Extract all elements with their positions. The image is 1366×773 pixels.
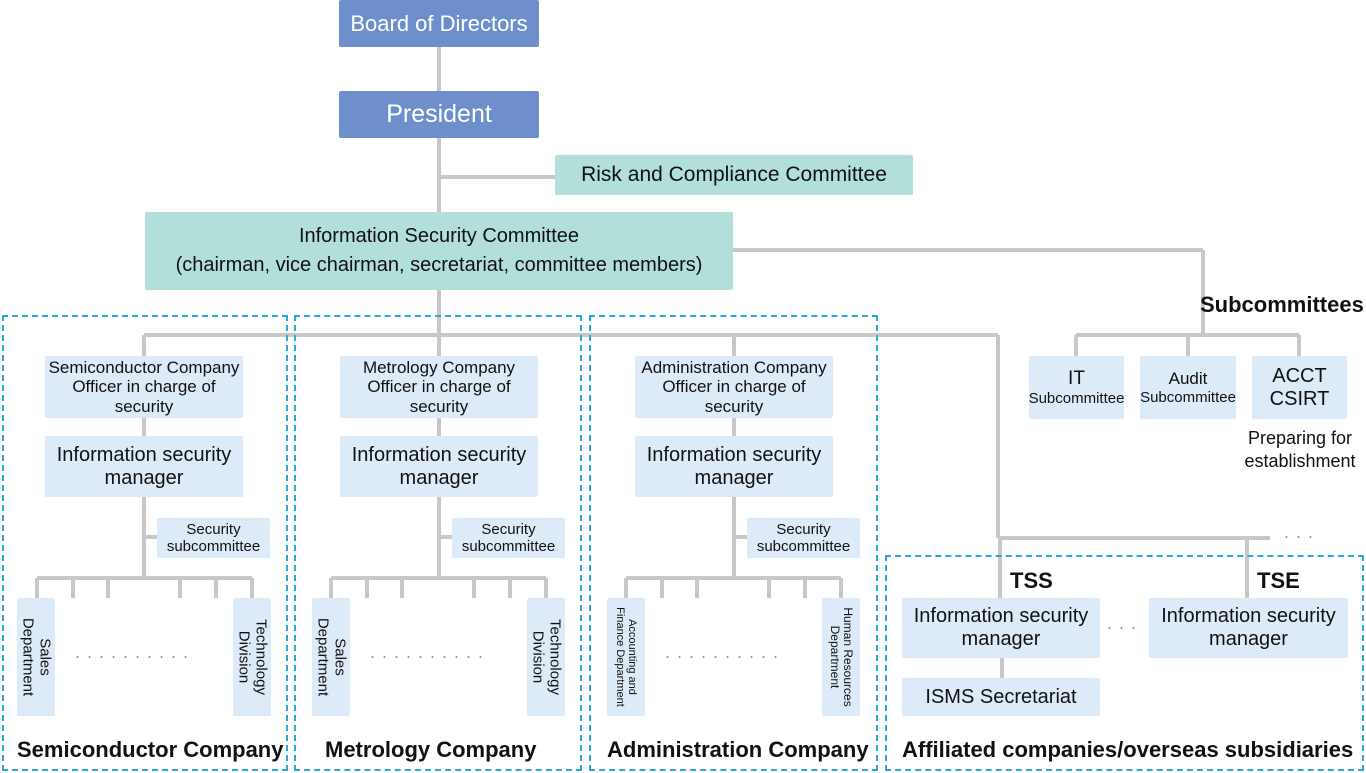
semiconductor-group-frame	[2, 315, 288, 771]
metrology-manager-line2: manager	[399, 466, 479, 489]
tse-label: TSE	[1257, 568, 1300, 593]
metrology-tech-line1: Technology	[546, 619, 564, 695]
risk-compliance-committee-label: Risk and Compliance Committee	[581, 162, 887, 186]
tse-manager-box: Information security manager	[1149, 598, 1348, 658]
it-subcommittee-line1: IT	[1068, 367, 1085, 389]
administration-security-subcommittee-box: Security subcommittee	[747, 518, 860, 558]
affiliated-group-frame	[885, 555, 1364, 771]
metrology-tech-line2: Division	[530, 630, 547, 684]
metrology-manager-box: Information security manager	[340, 436, 538, 497]
administration-hr-line2: Department	[828, 625, 842, 689]
administration-dept-dots: ..........	[665, 642, 786, 662]
administration-security-line1: Security	[776, 520, 831, 538]
csirt-line: CSIRT	[1269, 387, 1330, 410]
tse-manager-line1: Information security	[1161, 605, 1336, 627]
semiconductor-dept-dots: ..........	[75, 642, 196, 662]
administration-company-label: Administration Company	[607, 737, 869, 762]
subcommittees-title: Subcommittees	[1200, 292, 1364, 317]
affiliated-companies-label: Affiliated companies/overseas subsidiari…	[902, 737, 1354, 762]
metrology-security-line1: Security	[481, 520, 536, 538]
administration-officer-box: Administration Company Officer in charge…	[635, 356, 833, 418]
administration-group-frame	[589, 315, 878, 771]
metrology-group-frame	[294, 315, 582, 771]
acct-csirt-box: ACCT CSIRT	[1252, 356, 1347, 419]
metrology-company-label: Metrology Company	[325, 737, 537, 762]
acct-line: ACCT	[1272, 364, 1327, 387]
administration-manager-box: Information security manager	[635, 436, 833, 497]
metrology-officer-line2: Officer in charge of security	[367, 377, 511, 416]
tss-manager-line1: Information security	[913, 605, 1089, 627]
metrology-dept-dots: ..........	[370, 642, 491, 662]
semiconductor-security-subcommittee-box: Security subcommittee	[157, 518, 270, 558]
it-subcommittee-line2: Subcommittee	[1028, 389, 1125, 407]
semiconductor-manager-line2: manager	[104, 466, 184, 489]
semiconductor-security-line2: subcommittee	[166, 538, 261, 555]
metrology-manager-line1: Information security	[351, 443, 527, 466]
risk-compliance-committee-box: Risk and Compliance Committee	[555, 155, 913, 195]
acct-csirt-note-line1: Preparing for	[1247, 428, 1353, 448]
semiconductor-security-line1: Security	[186, 520, 241, 538]
board-of-directors-label: Board of Directors	[350, 10, 528, 36]
semiconductor-manager-line1: Information security	[56, 443, 232, 466]
information-security-committee-box: Information Security Committee (chairman…	[145, 212, 733, 290]
administration-officer-line1: Administration Company	[641, 357, 827, 377]
affiliated-manager-dots: ...	[1107, 613, 1144, 633]
administration-accounting-line2: Finance Department	[614, 607, 626, 707]
tse-manager-line2: manager	[1209, 628, 1288, 650]
president-box: President	[339, 91, 539, 138]
administration-manager-line2: manager	[694, 466, 774, 489]
administration-manager-line1: Information security	[646, 443, 822, 466]
metrology-security-subcommittee-box: Security subcommittee	[452, 518, 565, 558]
metrology-officer-line1: Metrology Company	[362, 357, 516, 377]
isc-members: (chairman, vice chairman, secretariat, c…	[175, 254, 703, 276]
acct-csirt-note-line2: establishment	[1244, 450, 1356, 471]
isms-secretariat-box: ISMS Secretariat	[902, 678, 1100, 716]
administration-accounting-line1: Accounting and	[626, 619, 639, 695]
semiconductor-company-label: Semiconductor Company	[17, 737, 284, 762]
isms-secretariat-label: ISMS Secretariat	[925, 685, 1077, 708]
administration-officer-line2: Officer in charge of security	[662, 377, 806, 416]
it-subcommittee-box: IT Subcommittee	[1029, 356, 1124, 419]
semiconductor-officer-line2: Officer in charge of security	[72, 377, 216, 416]
administration-security-line2: subcommittee	[756, 538, 851, 555]
audit-subcommittee-line1: Audit	[1168, 369, 1208, 389]
administration-hr-line1: Human Resources	[841, 607, 856, 707]
semiconductor-sales-line2: Department	[20, 617, 37, 697]
metrology-security-line2: subcommittee	[461, 538, 556, 555]
board-of-directors-box: Board of Directors	[339, 0, 539, 47]
audit-subcommittee-box: Audit Subcommittee	[1140, 356, 1236, 419]
president-label: President	[386, 100, 492, 129]
semiconductor-officer-line1: Semiconductor Company	[48, 357, 240, 377]
isc-title: Information Security Committee	[298, 225, 580, 247]
tss-manager-line2: manager	[961, 628, 1041, 650]
tss-manager-box: Information security manager	[902, 598, 1100, 658]
semiconductor-tech-line2: Division	[236, 630, 253, 684]
semiconductor-officer-box: Semiconductor Company Officer in charge …	[45, 356, 243, 418]
acct-csirt-note: Preparing for establishment	[1235, 427, 1365, 472]
metrology-sales-line1: Sales	[331, 638, 349, 676]
audit-subcommittee-line2: Subcommittee	[1140, 388, 1236, 406]
semiconductor-tech-line1: Technology	[252, 619, 270, 695]
metrology-officer-box: Metrology Company Officer in charge of s…	[340, 356, 538, 418]
metrology-sales-line2: Department	[315, 617, 332, 697]
semiconductor-manager-box: Information security manager	[45, 436, 243, 497]
affiliated-branch-dots: ...	[1284, 522, 1321, 542]
semiconductor-sales-line1: Sales	[36, 638, 54, 676]
tss-label: TSS	[1010, 568, 1053, 593]
